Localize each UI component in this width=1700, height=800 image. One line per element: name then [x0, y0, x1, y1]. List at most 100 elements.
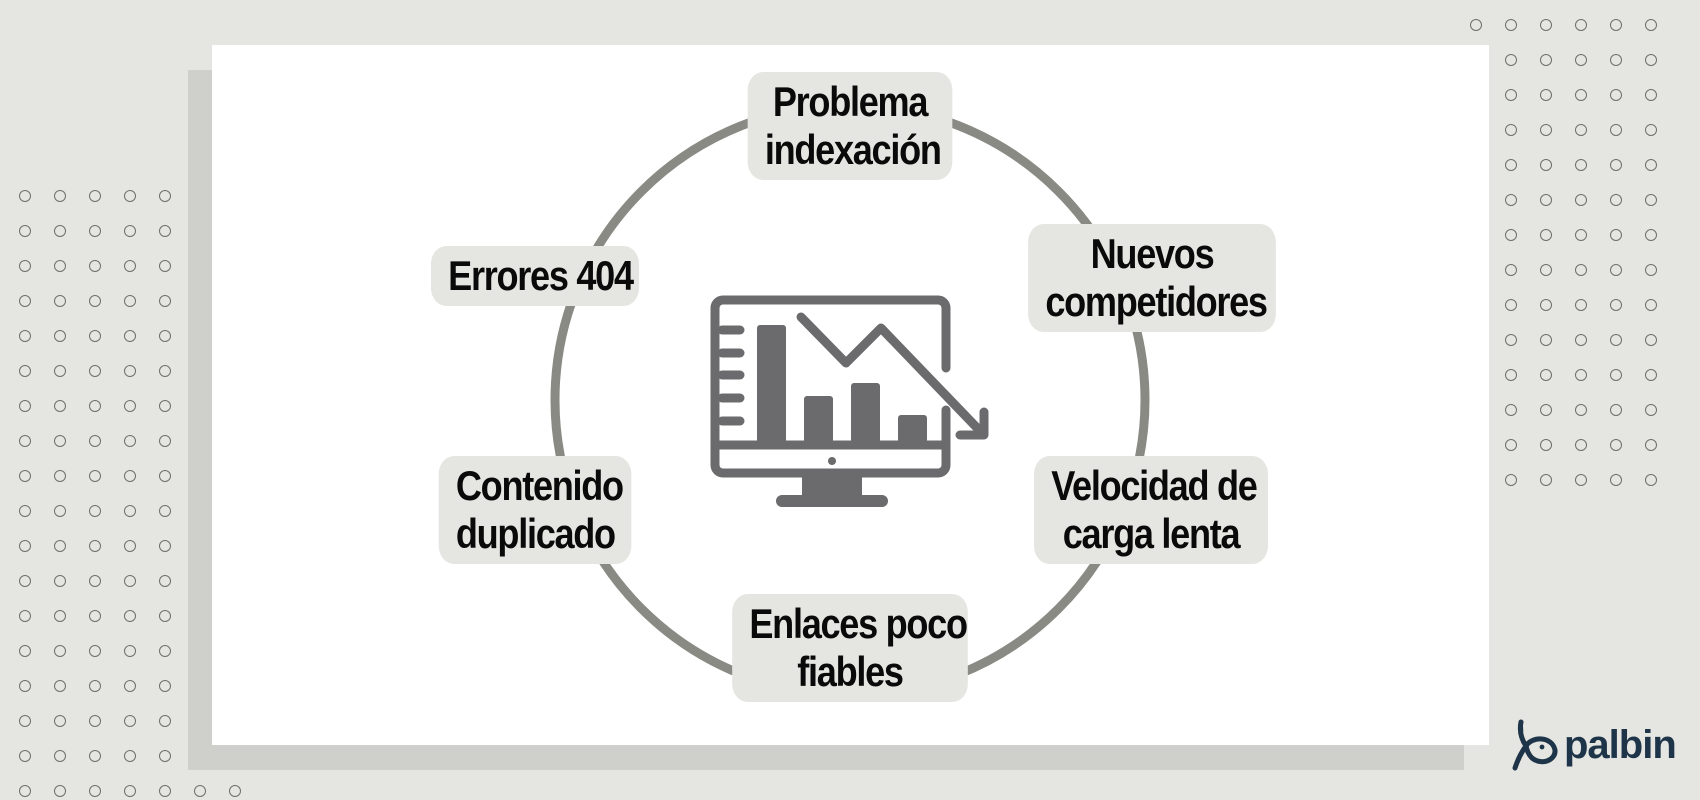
decorative-dot: [1575, 159, 1587, 171]
decorative-dot: [89, 470, 101, 482]
decorative-dot: [19, 470, 31, 482]
decorative-dot: [89, 400, 101, 412]
decorative-dot: [159, 540, 171, 552]
decorative-dot: [1575, 89, 1587, 101]
decorative-dot: [54, 295, 66, 307]
decorative-dot: [1610, 54, 1622, 66]
decorative-dot: [1505, 19, 1517, 31]
decorative-dot: [19, 750, 31, 762]
decorative-dot: [54, 575, 66, 587]
decorative-dot: [1575, 474, 1587, 486]
decorative-dot: [89, 645, 101, 657]
brand-name: palbin: [1564, 722, 1677, 767]
decorative-dot: [159, 365, 171, 377]
decorative-dot: [1540, 299, 1552, 311]
monitor-declining-chart-icon: [710, 295, 989, 507]
decorative-dot: [54, 365, 66, 377]
decorative-dot: [1540, 334, 1552, 346]
decorative-dot: [159, 295, 171, 307]
decorative-dot: [1575, 369, 1587, 381]
decorative-dot: [54, 190, 66, 202]
decorative-dot: [89, 225, 101, 237]
decorative-dot: [124, 330, 136, 342]
decorative-dot: [159, 225, 171, 237]
decorative-dot: [19, 785, 31, 797]
decorative-dot: [1645, 264, 1657, 276]
decorative-dot: [1540, 229, 1552, 241]
decorative-dot: [1505, 404, 1517, 416]
decorative-dot: [124, 470, 136, 482]
decorative-dot: [124, 540, 136, 552]
decorative-dot: [19, 575, 31, 587]
decorative-dot: [54, 260, 66, 272]
decorative-dot: [1610, 264, 1622, 276]
decorative-dot: [89, 435, 101, 447]
decorative-dot: [1505, 159, 1517, 171]
decorative-dot: [1610, 439, 1622, 451]
decorative-dot: [89, 680, 101, 692]
decorative-dot: [1505, 299, 1517, 311]
decorative-dot: [89, 295, 101, 307]
decorative-dot: [159, 680, 171, 692]
decorative-dot: [1645, 19, 1657, 31]
decorative-dot: [1575, 264, 1587, 276]
label-errores-404: Errores 404: [430, 246, 640, 306]
label-enlaces-poco-fiables: Enlaces poco fiables: [732, 594, 968, 702]
decorative-dot: [54, 470, 66, 482]
decorative-dot: [1645, 474, 1657, 486]
label-line: competidores: [1045, 278, 1268, 325]
decorative-dot: [159, 750, 171, 762]
decorative-dot: [1540, 54, 1552, 66]
decorative-dot: [1540, 264, 1552, 276]
label-line: Enlaces poco: [749, 600, 968, 647]
decorative-dot: [1610, 369, 1622, 381]
decorative-dot: [19, 330, 31, 342]
decorative-dot: [54, 435, 66, 447]
decorative-dot: [159, 610, 171, 622]
decorative-dot: [54, 715, 66, 727]
label-line: Problema: [772, 78, 929, 125]
decorative-dot: [54, 540, 66, 552]
decorative-dot: [124, 715, 136, 727]
decorative-dot: [159, 330, 171, 342]
decorative-dot: [1575, 299, 1587, 311]
decorative-dot: [159, 400, 171, 412]
decorative-dot: [1645, 194, 1657, 206]
decorative-dot: [1610, 404, 1622, 416]
decorative-dot: [1575, 439, 1587, 451]
label-line: Contenido: [455, 462, 624, 509]
decorative-dot: [124, 400, 136, 412]
decorative-dot: [1575, 124, 1587, 136]
decorative-dot: [1575, 334, 1587, 346]
palbin-fish-logo-icon: [1512, 719, 1558, 771]
decorative-dot: [54, 400, 66, 412]
decorative-dot: [1470, 19, 1482, 31]
decorative-dot: [1645, 54, 1657, 66]
decorative-dot: [89, 610, 101, 622]
decorative-dot: [1505, 194, 1517, 206]
decorative-dot: [124, 435, 136, 447]
decorative-dot: [1505, 54, 1517, 66]
decorative-dot: [124, 225, 136, 237]
decorative-dot: [1645, 369, 1657, 381]
decorative-dot: [1540, 439, 1552, 451]
decorative-dot: [1540, 19, 1552, 31]
decorative-dot: [1610, 89, 1622, 101]
decorative-dot: [54, 505, 66, 517]
decorative-dot: [1645, 439, 1657, 451]
decorative-dot: [159, 190, 171, 202]
decorative-dot: [124, 610, 136, 622]
decorative-dot: [1610, 334, 1622, 346]
decorative-dot: [54, 645, 66, 657]
decorative-dot: [1540, 194, 1552, 206]
decorative-dot: [1505, 229, 1517, 241]
decorative-dot: [124, 295, 136, 307]
decorative-dot: [159, 715, 171, 727]
decorative-dot: [1540, 124, 1552, 136]
decorative-dot: [159, 260, 171, 272]
decorative-dot: [159, 575, 171, 587]
decorative-dot: [89, 505, 101, 517]
decorative-dot: [124, 645, 136, 657]
decorative-dot: [89, 190, 101, 202]
decorative-dot: [89, 330, 101, 342]
